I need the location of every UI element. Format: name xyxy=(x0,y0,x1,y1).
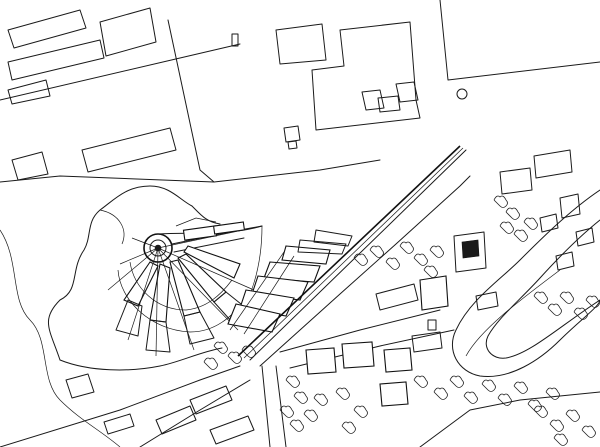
tree-icon xyxy=(303,409,318,422)
tree-icon xyxy=(413,253,428,266)
bottom-left-buildings xyxy=(65,373,255,445)
tree-icon xyxy=(313,393,328,406)
tree-icon xyxy=(227,351,242,364)
tree-icon xyxy=(413,375,428,388)
tree-icon xyxy=(369,245,384,258)
tree-icon xyxy=(289,419,304,432)
tree-icon xyxy=(335,387,350,400)
tree-icon xyxy=(385,257,400,270)
tree-icon xyxy=(513,229,528,242)
tree-icon xyxy=(399,241,414,254)
right-buildings xyxy=(499,149,595,271)
tree-icon xyxy=(533,291,548,304)
tree-icon xyxy=(353,405,368,418)
tree-icon xyxy=(463,391,478,404)
tree-icon xyxy=(279,405,294,418)
tree-icon xyxy=(547,303,562,316)
top-roads xyxy=(0,0,600,183)
top-left-buildings xyxy=(7,7,239,181)
tree-icon xyxy=(549,419,564,432)
tree-icon xyxy=(499,221,514,234)
tree-icon xyxy=(493,195,508,208)
top-center-compound xyxy=(275,21,468,150)
fan-wings xyxy=(107,237,255,357)
tree-icon xyxy=(481,379,496,392)
tree-icon xyxy=(203,357,218,370)
terraced-blocks xyxy=(227,229,353,335)
vegetation xyxy=(203,195,600,446)
diagonal-walkway xyxy=(237,145,471,367)
tree-icon xyxy=(565,409,580,422)
tree-icon xyxy=(341,421,356,434)
courtyard-houses xyxy=(305,231,499,407)
tree-icon xyxy=(527,399,542,412)
tree-icon xyxy=(429,245,444,258)
tree-icon xyxy=(433,387,448,400)
tree-icon xyxy=(213,341,228,354)
tree-icon xyxy=(353,253,368,266)
tree-icon xyxy=(581,425,596,438)
tree-icon xyxy=(545,387,560,400)
tree-icon xyxy=(573,307,588,320)
tree-icon xyxy=(533,405,548,418)
tree-icon xyxy=(285,375,300,388)
tree-icon xyxy=(553,433,568,446)
tree-icon xyxy=(449,375,464,388)
tree-icon xyxy=(241,345,256,358)
tree-icon xyxy=(559,291,574,304)
tree-icon xyxy=(523,217,538,230)
tree-icon xyxy=(513,381,528,394)
fan-building xyxy=(107,217,263,357)
tree-icon xyxy=(505,207,520,220)
tree-icon xyxy=(497,393,512,406)
tree-icon xyxy=(293,391,308,404)
terrain-outline xyxy=(0,185,223,447)
right-curved-road xyxy=(451,189,600,378)
tree-icon xyxy=(423,265,438,278)
